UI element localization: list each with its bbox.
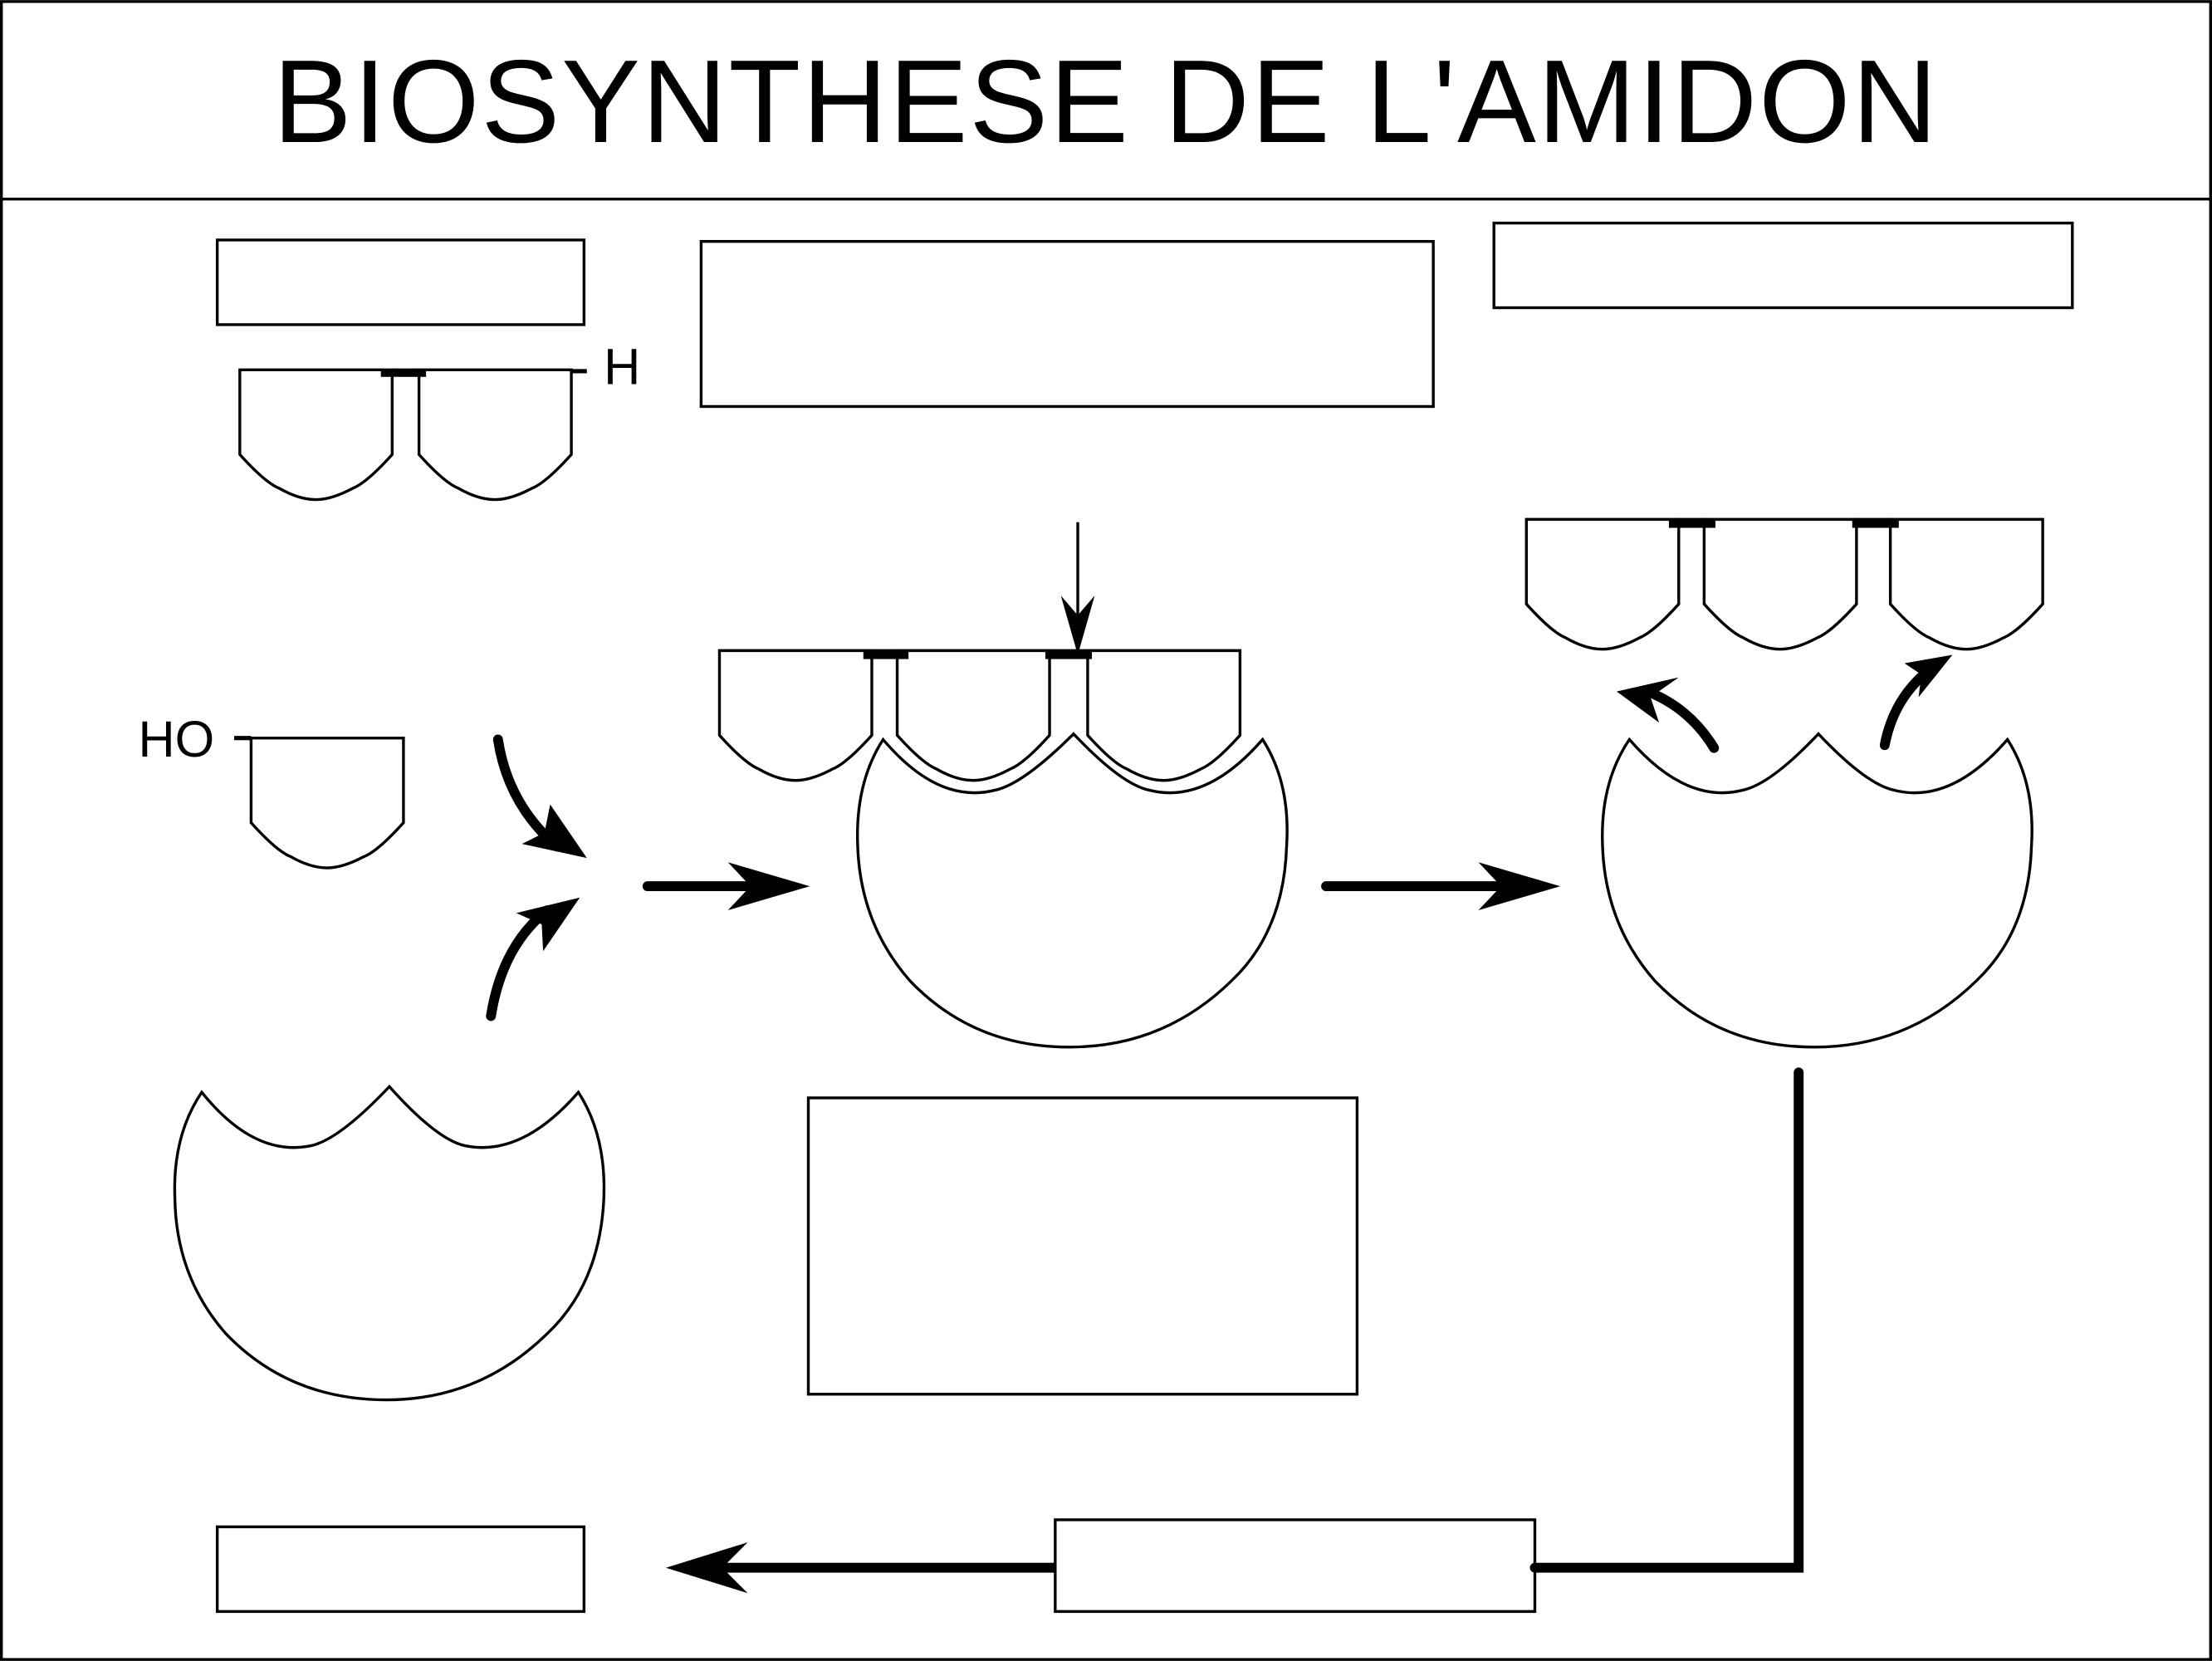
- release-arrow-left: [1617, 677, 1720, 753]
- release-arrow-right: [1879, 654, 1953, 751]
- label-box-top-center[interactable]: [699, 239, 1435, 409]
- label-box-bottom-right[interactable]: [1054, 1518, 1537, 1614]
- return-path-arrow: [665, 1067, 1804, 1594]
- disaccharide-primer: [238, 368, 587, 502]
- enzyme-center: [855, 732, 1289, 1049]
- enzyme-right: [1601, 732, 2033, 1049]
- trisaccharide-released: [1524, 517, 2044, 651]
- bond-pointer-arrow: [1060, 522, 1095, 655]
- arrow-to-enzyme-center: [642, 862, 810, 910]
- trisaccharide-bound: [717, 649, 1242, 782]
- hydrogen-label: H: [604, 338, 640, 394]
- page-title: BIOSYNTHESE DE L'AMIDON: [272, 36, 1940, 168]
- label-box-top-right[interactable]: [1492, 221, 2074, 310]
- label-box-bottom-left[interactable]: [215, 1525, 586, 1614]
- arrow-to-enzyme-right: [1321, 862, 1561, 910]
- curved-arrow-bottom-left: [486, 897, 580, 1022]
- label-box-middle[interactable]: [806, 1096, 1359, 1396]
- enzyme-bottom-left: [173, 1084, 606, 1402]
- curved-arrow-top-left: [492, 734, 587, 859]
- label-box-top-left[interactable]: [215, 238, 586, 326]
- glucose-monomer: [234, 736, 405, 870]
- hydroxyl-label: HO: [139, 711, 215, 767]
